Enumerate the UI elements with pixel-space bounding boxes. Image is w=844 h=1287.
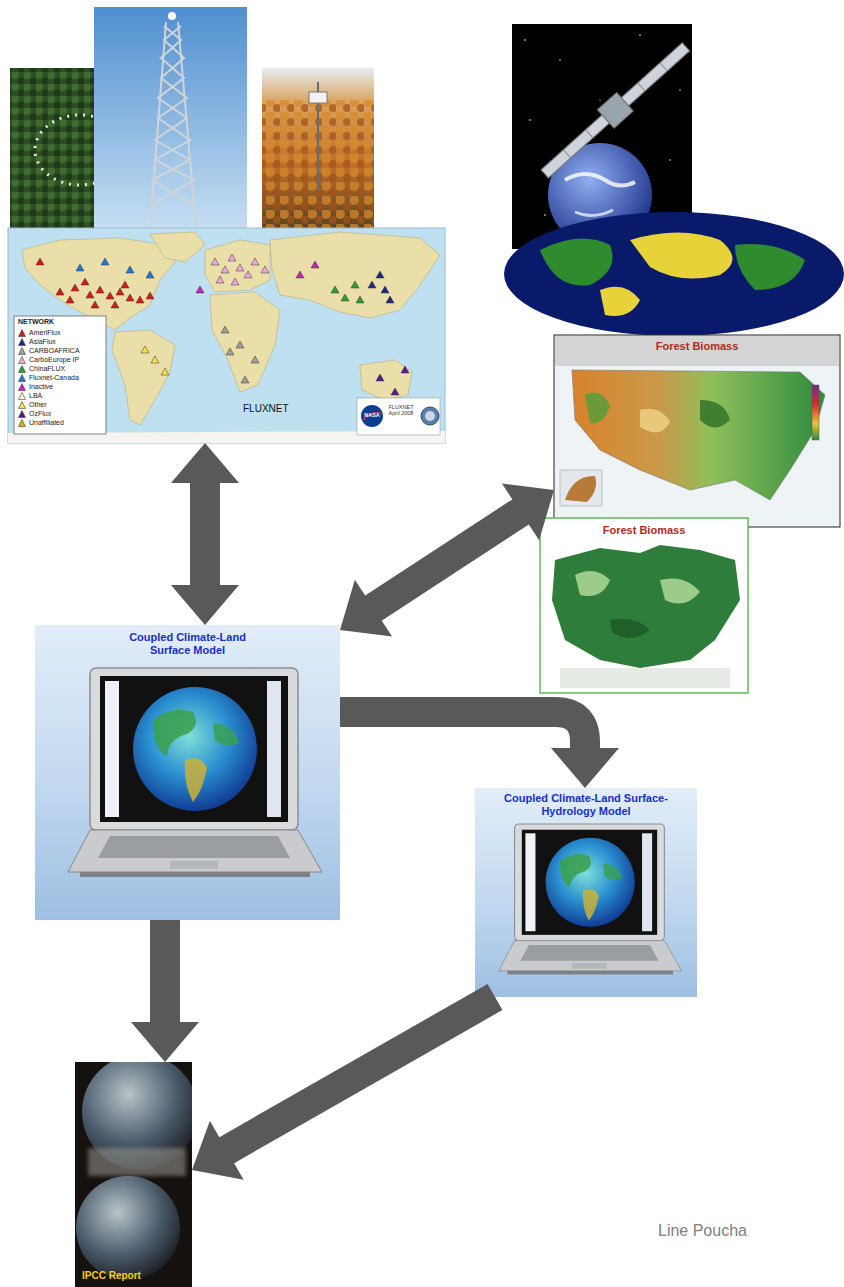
node-title: Coupled Climate-Land Surface-Hydrology M…	[489, 792, 684, 818]
legend-row: AmeriFlux	[18, 328, 104, 337]
model-box: Coupled Climate-Land Surface-Hydrology M…	[475, 788, 697, 997]
legend-swatch	[18, 365, 26, 373]
legend-swatch	[18, 338, 26, 346]
legend-swatch	[18, 401, 26, 409]
legend-text: ChinaFLUX	[29, 364, 65, 373]
legend-row: OzFlux	[18, 409, 104, 418]
legend-text: OzFlux	[29, 409, 51, 418]
thick-arrow	[192, 997, 495, 1180]
legend-row: Unaffiliated	[18, 418, 104, 427]
thick-arrow	[171, 443, 239, 625]
legend-swatch	[18, 410, 26, 418]
legend-row: LBA	[18, 391, 104, 400]
legend-text: Fluxnet-Canada	[29, 373, 79, 382]
node-title: Forest Biomass	[554, 524, 734, 537]
legend-text: Other	[29, 400, 47, 409]
node-title: Forest Biomass	[597, 340, 797, 353]
map-panel: Forest Biomass	[554, 335, 840, 527]
legend-text: AsiaFlux	[29, 337, 56, 346]
legend-swatch	[18, 356, 26, 364]
node-title: IPCC Report	[82, 1270, 141, 1281]
legend: AmeriFluxAsiaFluxCARBOAFRICACarboEurope …	[18, 328, 104, 427]
map-panel: Forest Biomass	[540, 518, 748, 693]
legend-row: CarboEurope IP	[18, 355, 104, 364]
legend-row: Other	[18, 400, 104, 409]
thick-arrow	[131, 920, 199, 1062]
legend-swatch	[18, 374, 26, 382]
legend-row: ChinaFLUX	[18, 364, 104, 373]
legend-text: CarboEurope IP	[29, 355, 79, 364]
logo-text: NASA	[362, 412, 382, 418]
legend-text: Unaffiliated	[29, 418, 64, 427]
thick-arrow	[340, 712, 619, 788]
node-title: FLUXNET	[243, 403, 289, 414]
legend-text: CARBOAFRICA	[29, 346, 80, 355]
legend-row: CARBOAFRICA	[18, 346, 104, 355]
legend-title: NETWORK	[18, 318, 54, 325]
legend-swatch	[18, 392, 26, 400]
map-panel: FLUXNET	[8, 228, 445, 443]
legend-swatch	[18, 419, 26, 427]
author-credit: Line Poucha	[658, 1222, 747, 1240]
legend-row: AsiaFlux	[18, 337, 104, 346]
legend-text: LBA	[29, 391, 42, 400]
model-box: Coupled Climate-Land Surface Model	[35, 625, 340, 920]
legend-row: Fluxnet-Canada	[18, 373, 104, 382]
thick-arrow	[340, 483, 554, 636]
report-cover: IPCC Report	[75, 1062, 192, 1287]
node-title: Coupled Climate-Land Surface Model	[113, 631, 263, 657]
legend-text: Inactive	[29, 382, 53, 391]
legend-text: AmeriFlux	[29, 328, 61, 337]
legend-swatch	[18, 347, 26, 355]
badge-text: FLUXNET April 2008	[385, 404, 417, 417]
legend-swatch	[18, 383, 26, 391]
legend-row: Inactive	[18, 382, 104, 391]
legend-swatch	[18, 329, 26, 337]
